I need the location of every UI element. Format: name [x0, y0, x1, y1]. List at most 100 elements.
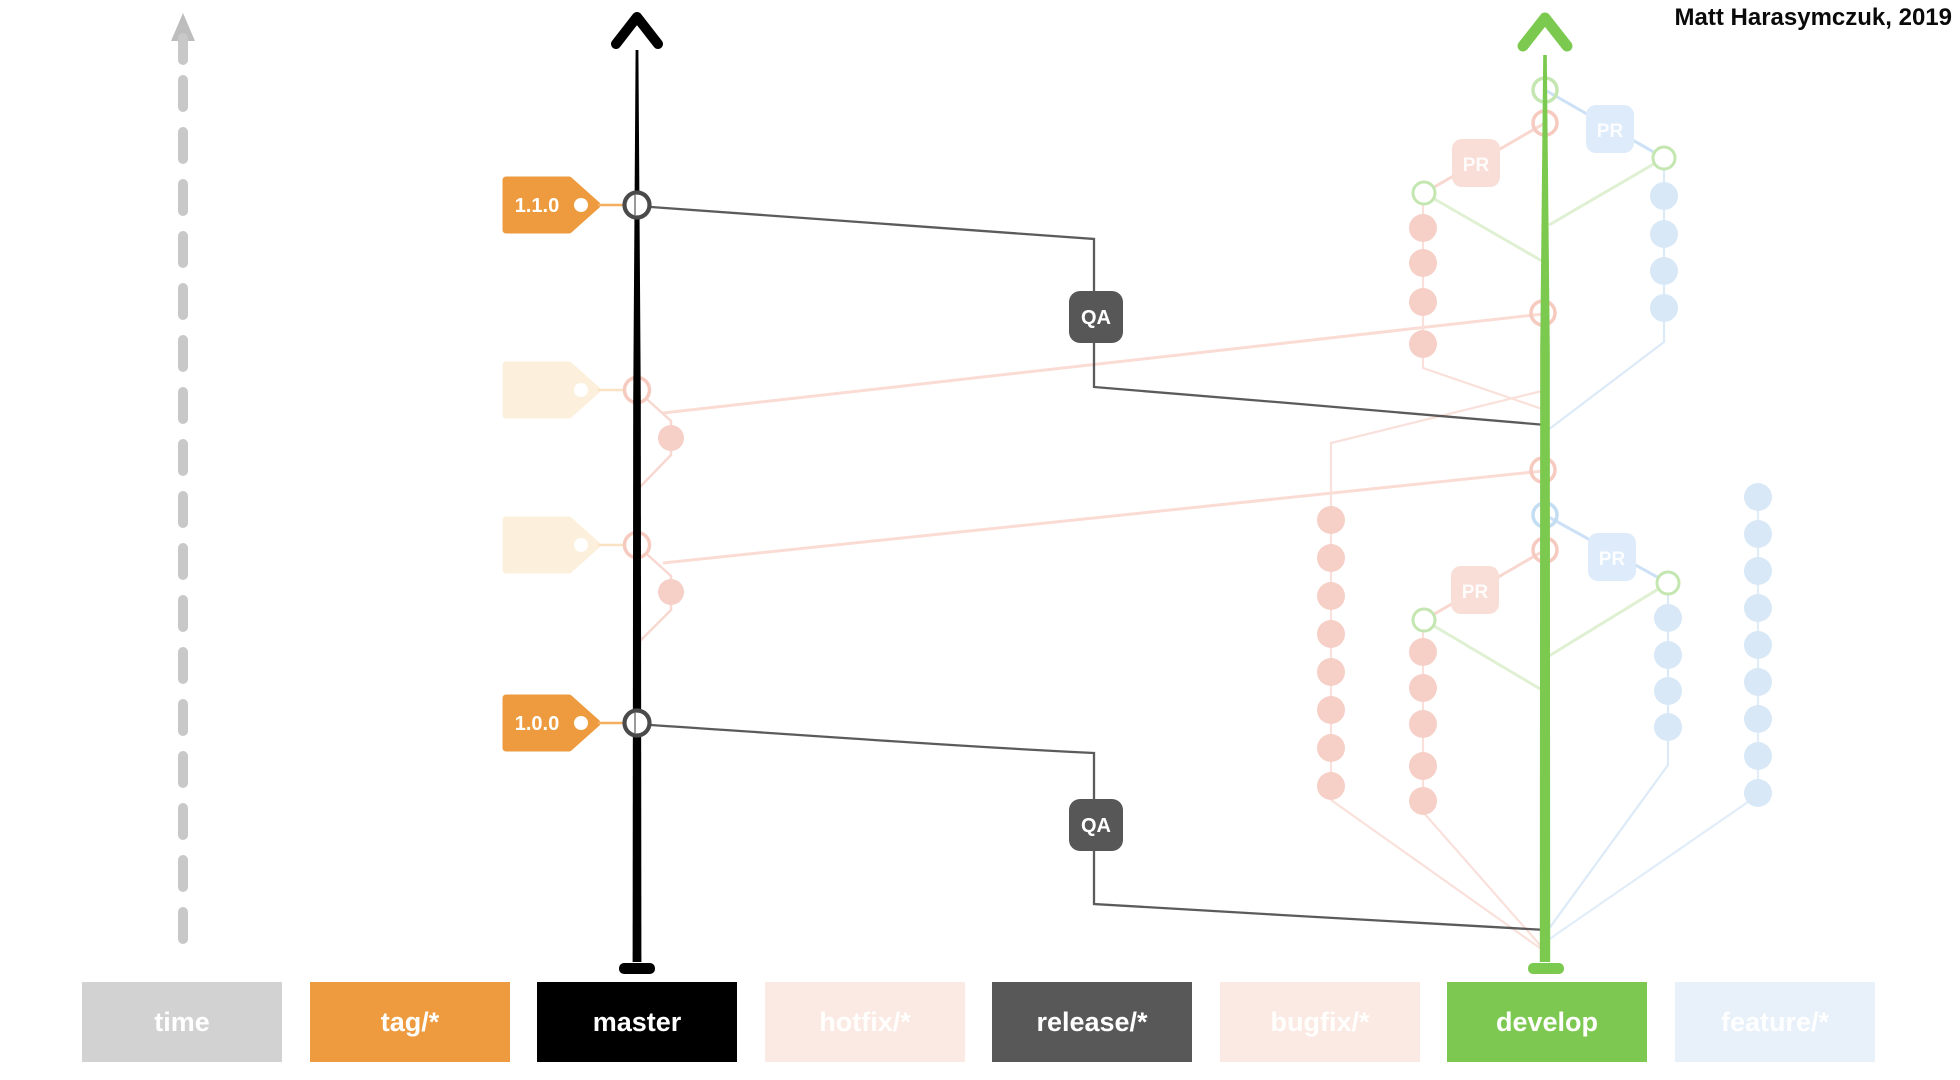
pr-badge-label: PR	[1599, 549, 1626, 570]
bugfix-commit-dot	[1317, 506, 1345, 534]
master-branch-line	[611, 12, 663, 974]
hotfix-commit-dot	[658, 579, 684, 605]
feature-commit-dot	[1654, 604, 1682, 632]
faded-branch-point-circle	[1651, 145, 1677, 171]
feature-outer-column-line	[1547, 490, 1760, 941]
bugfix-commit-dot	[1317, 620, 1345, 648]
hotfix-faded-group	[502, 312, 1544, 643]
master-line	[632, 50, 642, 962]
tag-shape-1-0-0	[502, 694, 601, 752]
feature-commit-dot	[1744, 520, 1772, 548]
bugfix-feature-faded-bottom-cluster: PR PR	[1317, 388, 1772, 954]
legend-tag: tag/*	[310, 982, 510, 1062]
bugfix-feature-faded-top-cluster: PR PR	[1409, 76, 1678, 431]
bugfix-commit-dot	[1317, 658, 1345, 686]
bugfix-commit-dot	[1409, 330, 1437, 358]
legend-bugfix-label: bugfix/*	[1270, 1006, 1370, 1037]
qa-badge-label: QA	[1081, 815, 1111, 837]
feature-commit-dot	[1650, 294, 1678, 322]
feature-commit-dot	[1744, 705, 1772, 733]
tag-hole	[574, 716, 588, 730]
hotfix-merge-line-to-develop-bottom	[662, 469, 1544, 565]
legend-release-label: release/*	[1036, 1006, 1148, 1037]
legend-time-label: time	[154, 1006, 210, 1037]
faded-tag-hole	[574, 538, 588, 552]
bugfix-commit-dot	[1409, 214, 1437, 242]
bugfix-outer-branch-off-line	[1330, 799, 1548, 954]
release-paths: QA QA	[650, 205, 1547, 932]
pr-badge-label: PR	[1597, 121, 1624, 142]
feature-commit-dot	[1654, 641, 1682, 669]
feature-commit-dot	[1744, 631, 1772, 659]
bugfix-commit-dot	[1409, 674, 1437, 702]
feature-commit-dot	[1744, 668, 1772, 696]
bugfix-commit-dot	[1409, 752, 1437, 780]
time-axis	[171, 13, 195, 953]
bugfix-commit-dot	[1409, 638, 1437, 666]
feature-branch-off-line	[1548, 156, 1665, 227]
tag-hole	[574, 198, 588, 212]
legend-hotfix-label: hotfix/*	[819, 1006, 911, 1037]
pr-badge-bugfix-top	[1452, 139, 1500, 187]
feature-commit-dot	[1654, 677, 1682, 705]
tagged-commit-circle	[622, 190, 652, 220]
hotfix-merge-line-to-develop-top	[662, 312, 1544, 415]
tag-shape-1-1-0	[502, 176, 601, 234]
legend-develop: develop	[1447, 982, 1647, 1062]
develop-line	[1539, 55, 1551, 962]
feature-branch-off-line	[1548, 581, 1669, 658]
develop-arrowhead-icon	[1517, 12, 1573, 52]
feature-commit-dot	[1744, 779, 1772, 807]
feature-commit-dot	[1744, 557, 1772, 585]
faded-branch-point-circle	[1411, 180, 1437, 206]
faded-branch-point-circle	[1655, 570, 1681, 596]
bugfix-branch-off-line	[1423, 618, 1548, 695]
bugfix-commit-dot	[1317, 544, 1345, 572]
bugfix-commit-dot	[1409, 249, 1437, 277]
bugfix-commit-dot	[1409, 787, 1437, 815]
feature-commit-dot	[1654, 713, 1682, 741]
feature-commit-dot	[1650, 220, 1678, 248]
bugfix-commit-dot	[1409, 288, 1437, 316]
legend-time: time	[82, 982, 282, 1062]
bugfix-outer-column-line	[1329, 388, 1547, 800]
tagged-commit-circle	[622, 708, 652, 738]
feature-commit-dot	[1744, 594, 1772, 622]
develop-line-terminator	[1528, 963, 1564, 974]
faded-tag-hole	[574, 383, 588, 397]
pr-badge-label: PR	[1463, 155, 1490, 176]
feature-commit-dot	[1744, 742, 1772, 770]
feature-commit-dot	[1650, 182, 1678, 210]
master-line-terminator	[619, 963, 655, 974]
faded-branch-point-circle	[1411, 607, 1437, 633]
feature-commit-dot	[1744, 483, 1772, 511]
pr-badge-feature-bottom	[1588, 533, 1636, 581]
master-arrowhead-icon	[611, 12, 663, 49]
feature-branch-column-line	[1547, 583, 1670, 931]
develop-branch-line	[1517, 12, 1573, 974]
legend-master-label: master	[592, 1006, 682, 1037]
pr-badge-bugfix-bottom	[1451, 566, 1499, 614]
legend-develop-label: develop	[1495, 1006, 1599, 1037]
pr-badge-feature-top	[1586, 105, 1634, 153]
bugfix-branch-off-line	[1423, 191, 1550, 267]
legend-tag-label: tag/*	[380, 1006, 440, 1037]
legend-bugfix: bugfix/*	[1220, 982, 1420, 1062]
bugfix-branch-column-line	[1421, 620, 1548, 954]
tag-label-1-1-0: 1.1.0	[515, 195, 559, 217]
version-tags: 1.1.0 1.0.0	[502, 176, 652, 752]
qa-badge-top	[1069, 291, 1123, 343]
bugfix-commit-dot	[1317, 696, 1345, 724]
faded-tag-shape	[502, 516, 601, 574]
bugfix-commit-dot	[1409, 710, 1437, 738]
pr-badge-label: PR	[1462, 582, 1489, 603]
hotfix-commit-dot	[658, 425, 684, 451]
legend-feature-label: feature/*	[1720, 1006, 1830, 1037]
faded-tag-shape	[502, 361, 601, 419]
legend-master: master	[537, 982, 737, 1062]
bugfix-commit-dot	[1317, 772, 1345, 800]
legend-feature: feature/*	[1675, 982, 1875, 1062]
legend-hotfix: hotfix/*	[765, 982, 965, 1062]
